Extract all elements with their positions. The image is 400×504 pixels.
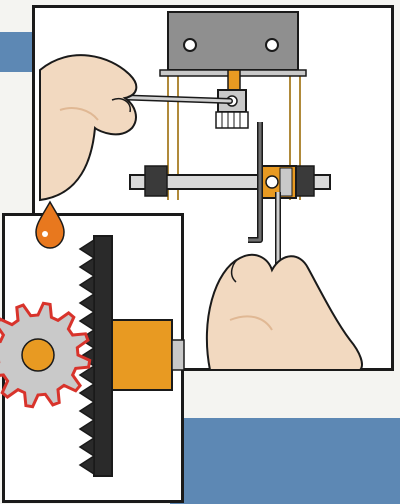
gear-rack-icon [80, 236, 112, 476]
shaft-hub [112, 320, 184, 390]
oil-drop-icon [36, 202, 64, 248]
gear-icon [0, 303, 90, 406]
